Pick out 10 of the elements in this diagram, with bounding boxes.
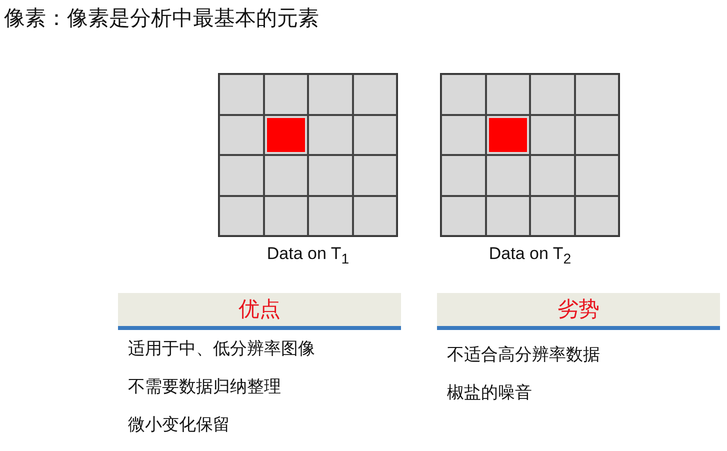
table-row-text: 不需要数据归纳整理 [127, 376, 282, 399]
table-row-text: 微小变化保留 [127, 414, 231, 437]
table-row-text: 适用于中、低分辨率图像 [127, 338, 316, 361]
table-header: 劣势 [437, 293, 720, 330]
title: 像素：像素是分析中最基本的元素 [4, 5, 319, 32]
table-header: 优点 [118, 293, 401, 330]
grid-caption: Data on T$_{2}$ [488, 244, 572, 268]
grid-caption: Data on T$_{1}$ [266, 244, 350, 268]
table-row-text: 不适合高分辨率数据 [446, 344, 601, 367]
table-row-text: 椒盐的噪音 [446, 382, 533, 405]
